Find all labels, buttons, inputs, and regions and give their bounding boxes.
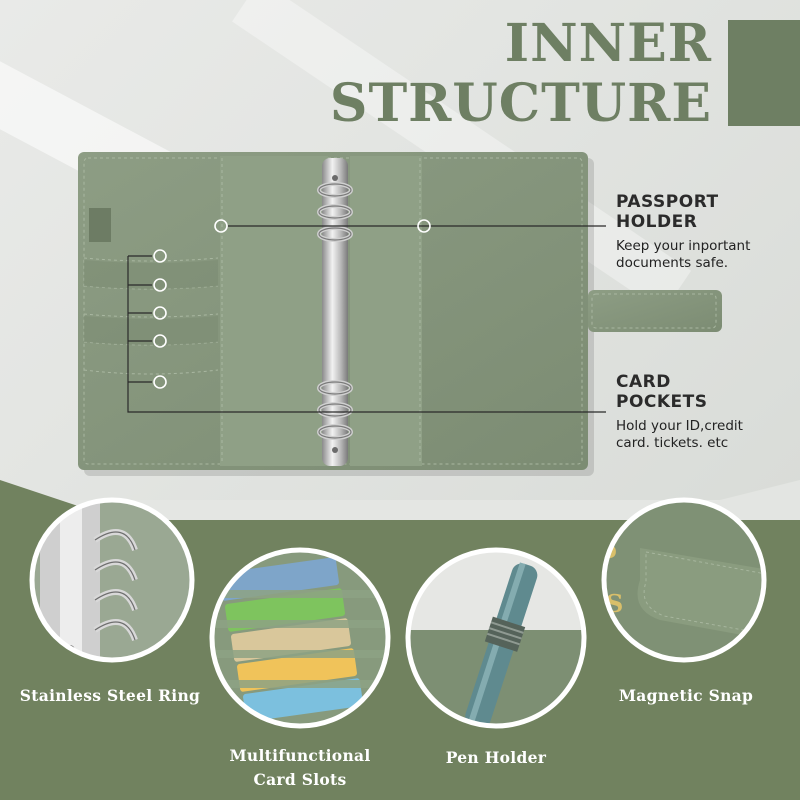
passport-desc-1: Keep your inportant: [616, 238, 751, 254]
snap-closeup-image: S S: [604, 500, 764, 660]
caption-magnetic-snap: Magnetic Snap: [618, 686, 754, 705]
cards-heading-1: CARD: [616, 372, 671, 392]
caption-multifunctional-line-2: Card Slots: [253, 770, 347, 789]
caption-multifunctional-line-1: Multifunctional: [229, 746, 371, 765]
passport-heading-2: HOLDER: [616, 212, 698, 232]
caption-stainless-steel-ring: Stainless Steel Ring: [19, 686, 201, 705]
caption-pen-holder: Pen Holder: [445, 748, 547, 767]
page-title: INNER STRUCTURE: [330, 18, 712, 130]
cards-desc-1: Hold your ID,credit: [616, 418, 743, 434]
cards-desc-2: card. tickets. etc: [616, 435, 729, 451]
title-line-2: STRUCTURE: [329, 73, 712, 134]
cards-heading-2: POCKETS: [616, 392, 708, 412]
open-binder-illustration: [78, 152, 722, 476]
title-accent-block: [728, 20, 800, 126]
passport-desc-2: documents safe.: [616, 255, 729, 271]
title-line-1: INNER: [504, 13, 712, 74]
passport-heading-1: PASSPORT: [616, 192, 719, 212]
card-pockets-callout: CARD POCKETS Hold your ID,credit card. t…: [616, 372, 796, 452]
passport-holder-callout: PASSPORT HOLDER Keep your inportant docu…: [616, 192, 796, 272]
card-slots-closeup-image: [212, 550, 388, 726]
